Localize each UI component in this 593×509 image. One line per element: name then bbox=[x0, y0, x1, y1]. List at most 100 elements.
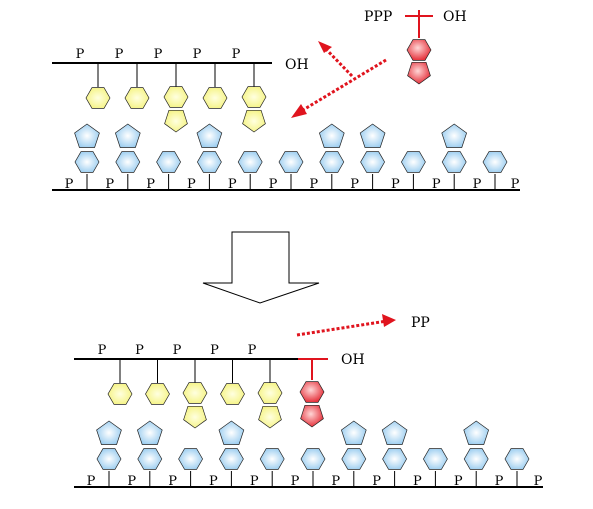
template-nucleotide: P bbox=[331, 420, 367, 489]
bottom-primer-3prime-label: OH bbox=[341, 352, 365, 368]
template-pyrimidine-hexagon bbox=[178, 448, 204, 470]
template-pyrimidine-hexagon bbox=[422, 448, 448, 470]
template-phosphate-label: P bbox=[495, 474, 504, 489]
template-phosphate-label: P bbox=[105, 177, 114, 192]
primer-phosphate-label: P bbox=[115, 47, 124, 62]
primer-nucleotide: P bbox=[98, 343, 133, 405]
template-phosphate-label: P bbox=[168, 474, 177, 489]
pyrophosphate-arrow-head bbox=[382, 314, 396, 327]
template-phosphate-label: P bbox=[127, 474, 136, 489]
template-pyrimidine-hexagon bbox=[237, 151, 263, 173]
template-nucleotide: P bbox=[350, 123, 386, 192]
template-purine-hexagon bbox=[74, 151, 100, 173]
template-nucleotide: P bbox=[454, 420, 490, 489]
primer-purine-hexagon bbox=[241, 86, 267, 108]
template-purine-hexagon bbox=[96, 448, 122, 470]
primer-nucleotide: P bbox=[173, 343, 208, 429]
template-phosphate-label: P bbox=[87, 474, 96, 489]
template-purine-pentagon bbox=[218, 420, 245, 445]
template-phosphate-label: P bbox=[146, 177, 155, 192]
primer-phosphate-label: P bbox=[173, 343, 182, 358]
incoming-purine-base bbox=[406, 39, 432, 85]
primer-purine-hexagon bbox=[163, 86, 189, 108]
primer-purine-hexagon bbox=[182, 382, 208, 404]
incorporated-pentagon bbox=[300, 404, 324, 428]
primer-pyrimidine-hexagon bbox=[85, 87, 111, 109]
template-nucleotide: P bbox=[168, 448, 204, 489]
template-purine-hexagon bbox=[319, 151, 345, 173]
pyrophosphate-release: PP bbox=[296, 314, 430, 337]
template-phosphate-label: P bbox=[473, 177, 482, 192]
template-purine-hexagon bbox=[463, 448, 489, 470]
template-phosphate-label: P bbox=[331, 474, 340, 489]
template-purine-pentagon bbox=[96, 420, 122, 445]
primer-phosphate-label: P bbox=[98, 343, 107, 358]
template-phosphate-label: P bbox=[187, 177, 196, 192]
template-pyrimidine-hexagon bbox=[504, 448, 530, 470]
pyrophosphate-arrow bbox=[296, 319, 388, 337]
template-nucleotide: P bbox=[372, 420, 408, 489]
primer-phosphate-label: P bbox=[193, 47, 202, 62]
template-nucleotide: P bbox=[250, 448, 285, 489]
template-purine-pentagon bbox=[114, 123, 141, 148]
primer-nucleotide: P bbox=[115, 47, 150, 109]
template-phosphate-label: P bbox=[250, 474, 259, 489]
template-pyrimidine-hexagon bbox=[400, 151, 426, 173]
primer-phosphate-label: P bbox=[76, 47, 85, 62]
primer-purine-pentagon bbox=[164, 109, 188, 133]
template-phosphate-label: P bbox=[391, 177, 400, 192]
template-purine-hexagon bbox=[341, 448, 367, 470]
primer-pyrimidine-hexagon bbox=[107, 383, 133, 405]
primer-phosphate-label: P bbox=[135, 343, 144, 358]
arrow-to-primer-head bbox=[318, 41, 332, 53]
template-purine-hexagon bbox=[196, 151, 222, 173]
template-purine-pentagon bbox=[463, 420, 490, 445]
template-purine-hexagon bbox=[382, 448, 408, 470]
primer-pyrimidine-hexagon bbox=[220, 383, 245, 405]
incoming-hydroxyl-label: OH bbox=[443, 9, 467, 25]
primer-phosphate-label: P bbox=[154, 47, 163, 62]
template-pyrimidine-hexagon bbox=[482, 151, 508, 173]
template-phosphate-label: P bbox=[454, 474, 463, 489]
template-pyrimidine-hexagon bbox=[300, 448, 326, 470]
template-nucleotide: P bbox=[413, 448, 448, 489]
arrow-to-template-head bbox=[291, 104, 307, 118]
template-nucleotide: P bbox=[146, 151, 182, 192]
template-purine-hexagon bbox=[441, 151, 467, 173]
reaction-arrow bbox=[202, 231, 320, 304]
attack-arrows bbox=[291, 41, 387, 118]
template-nucleotide: P bbox=[228, 151, 263, 192]
template-phosphate-label: P bbox=[432, 177, 441, 192]
arrow-to-template bbox=[297, 58, 387, 115]
primer-nucleotide: P bbox=[76, 47, 111, 109]
incoming-hexagon bbox=[406, 39, 432, 61]
primer-nucleotide: P bbox=[193, 47, 228, 109]
template-purine-hexagon bbox=[115, 151, 141, 173]
template-purine-pentagon bbox=[441, 123, 468, 148]
pyrophosphate-label: PP bbox=[411, 315, 430, 331]
template-nucleotide: P bbox=[432, 123, 468, 192]
template-pyrimidine-hexagon bbox=[259, 448, 285, 470]
template-nucleotide: P bbox=[269, 151, 304, 192]
template-purine-pentagon bbox=[196, 123, 223, 148]
primer-purine-pentagon bbox=[183, 405, 207, 429]
template-nucleotide: P bbox=[473, 151, 508, 192]
template-purine-pentagon bbox=[359, 123, 386, 148]
template-phosphate-label: P bbox=[350, 177, 359, 192]
template-phosphate-label: P bbox=[413, 474, 422, 489]
template-phosphate-label: P bbox=[228, 177, 237, 192]
primer-pyrimidine-hexagon bbox=[124, 87, 150, 109]
template-purine-pentagon bbox=[340, 420, 367, 445]
template-nucleotide: P bbox=[65, 123, 100, 192]
template-nucleotide: P bbox=[495, 448, 530, 489]
template-purine-hexagon bbox=[360, 151, 386, 173]
incorporated-purine-base bbox=[299, 381, 325, 428]
template-purine-pentagon bbox=[74, 123, 100, 148]
